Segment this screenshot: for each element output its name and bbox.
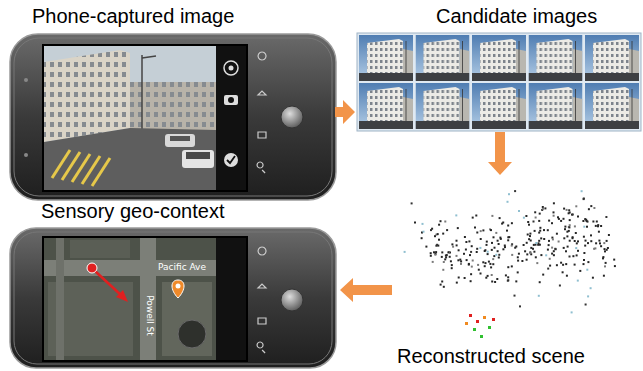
- panel-heading: Reconstructed scene: [397, 345, 585, 368]
- flow-arrow: [488, 132, 512, 175]
- phone-photo: [10, 34, 336, 200]
- flow-arrow: [340, 278, 392, 302]
- camera-positions: [465, 314, 495, 338]
- street-label: Powell St: [144, 295, 155, 336]
- phone-map: [10, 228, 336, 368]
- image-panel: Candidate images: [355, 3, 642, 132]
- candidate-thumbnails: [357, 33, 641, 131]
- panel-heading: Sensory geo-context: [41, 200, 224, 223]
- flow-arrow: [335, 100, 355, 124]
- panel-heading: Candidate images: [436, 5, 597, 28]
- point-cloud: [404, 190, 616, 313]
- image-panel: Phone-captured image: [5, 3, 335, 200]
- image-panel: Reconstructed scene: [392, 175, 642, 371]
- image-panel: Sensory geo-context: [5, 199, 340, 370]
- panel-heading: Phone-captured image: [32, 5, 234, 28]
- street-label: Pacific Ave: [158, 262, 206, 273]
